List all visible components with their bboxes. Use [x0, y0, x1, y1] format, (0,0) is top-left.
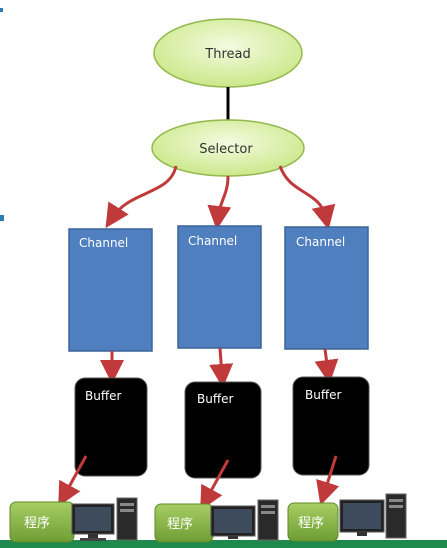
computer-icon [71, 497, 138, 541]
buffer-box-1: Buffer [74, 377, 148, 477]
channel-label-2: Channel [188, 234, 237, 248]
computer-icon [210, 499, 279, 541]
channel-label-1: Channel [79, 236, 128, 250]
selector-label: Selector [199, 142, 253, 157]
program-badge-3 [287, 502, 339, 542]
channel-box-1: Channel [68, 228, 153, 352]
channel-to-buffer-2-arrow [209, 347, 234, 388]
program-label-1: 程序 [24, 516, 50, 531]
computer-icon [339, 493, 407, 539]
buffer-box-2: Buffer [184, 381, 262, 479]
left-accent-mark-top [0, 8, 3, 12]
thread-label: Thread [204, 47, 250, 62]
program-group-2: 程序 [154, 499, 279, 543]
buffer-to-program-1-arrow [58, 455, 88, 507]
channel-box-2: Channel [177, 225, 262, 349]
program-label-2: 程序 [167, 517, 193, 532]
program-group-1: 程序 [9, 497, 138, 543]
selector-node: Selector [151, 119, 305, 177]
buffer-to-program-2-arrow [200, 459, 230, 511]
selector-to-channel-1-arrow [105, 165, 178, 229]
left-accent-mark [0, 215, 4, 221]
buffer-to-program-3-arrow [316, 455, 340, 506]
channel-label-3: Channel [296, 235, 345, 249]
buffer-label-2: Buffer [197, 392, 233, 406]
selector-to-channel-2-arrow [207, 175, 232, 230]
buffer-label-1: Buffer [85, 389, 121, 403]
channel-to-buffer-3-arrow [314, 348, 339, 384]
program-label-3: 程序 [298, 516, 324, 531]
selector-to-channel-3-arrow [278, 165, 336, 230]
channel-box-3: Channel [284, 226, 369, 350]
thread-node: Thread [153, 18, 303, 88]
program-group-3: 程序 [287, 493, 407, 542]
buffer-box-3: Buffer [292, 376, 370, 476]
buffer-label-3: Buffer [305, 388, 341, 402]
bottom-strip [0, 540, 447, 548]
